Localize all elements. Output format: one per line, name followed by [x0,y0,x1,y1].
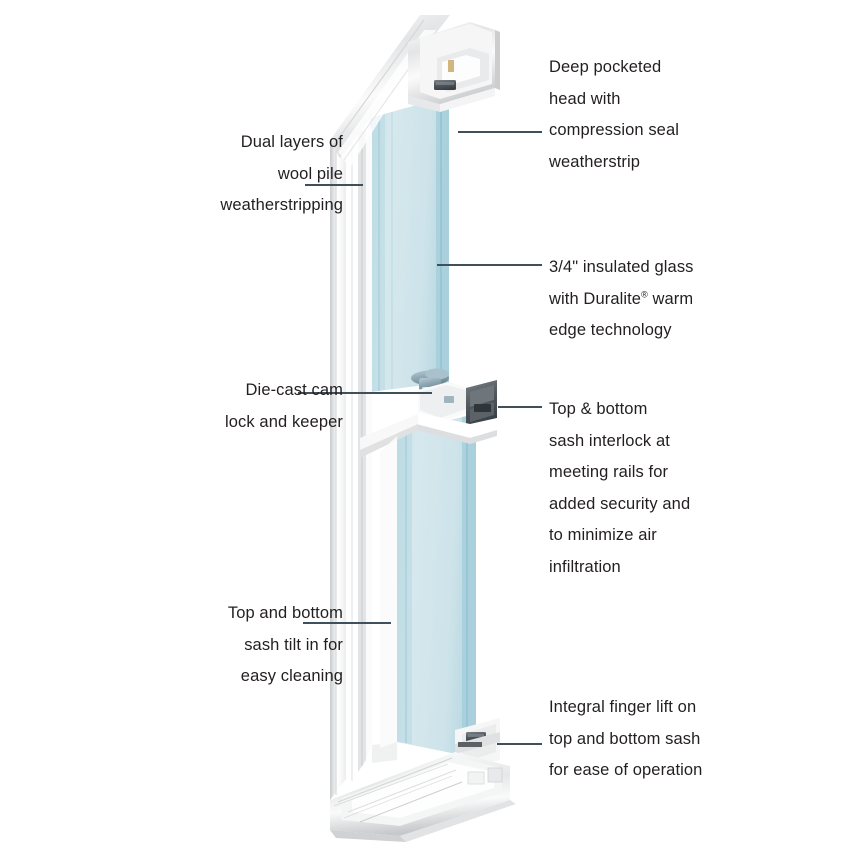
leader-line-head [458,131,542,133]
leader-line-glass [437,264,542,266]
callout-glass-text-after: warm edge technology [549,289,694,340]
meeting-rail-assembly [360,368,497,458]
callout-sash-tilt-in: Top and bottom sash tilt in for easy cle… [227,604,343,685]
window-jamb-frame [330,128,372,800]
sill-detail-lines [333,763,453,819]
lower-sash-glass [397,414,476,758]
callout-wool-pile-weatherstripping: Dual layers of wool pile weatherstrippin… [220,133,343,214]
leader-line-wool-pile [305,184,363,186]
leader-line-interlock [498,406,542,408]
callout-die-cast-cam-lock: Die-cast cam lock and keeper [225,381,343,431]
leader-line-finger-lift [497,743,542,745]
upper-sash-glass [370,96,449,392]
leader-line-cam-lock [298,392,432,394]
window-sill-assembly [330,718,516,842]
callout-integral-finger-lift: Integral finger lift on top and bottom s… [549,698,703,779]
callout-glass-text-before: 3/4" insulated glass with Duralite [549,258,694,308]
integral-finger-lift [466,732,486,742]
callout-insulated-glass: 3/4" insulated glass with Duralite® warm… [549,252,745,347]
lower-sash-frame [372,436,397,763]
callout-sash-interlock: Top & bottom sash interlock at meeting r… [549,400,691,576]
sash-interlock [466,380,497,427]
registered-trademark-icon: ® [641,289,648,299]
callout-deep-pocketed-head: Deep pocketed head with compression seal… [549,58,679,171]
frame-outer-band [330,15,450,168]
leader-line-tilt-in [303,622,391,624]
window-head-assembly [408,22,500,112]
compression-seal-weatherstrip [434,80,456,90]
